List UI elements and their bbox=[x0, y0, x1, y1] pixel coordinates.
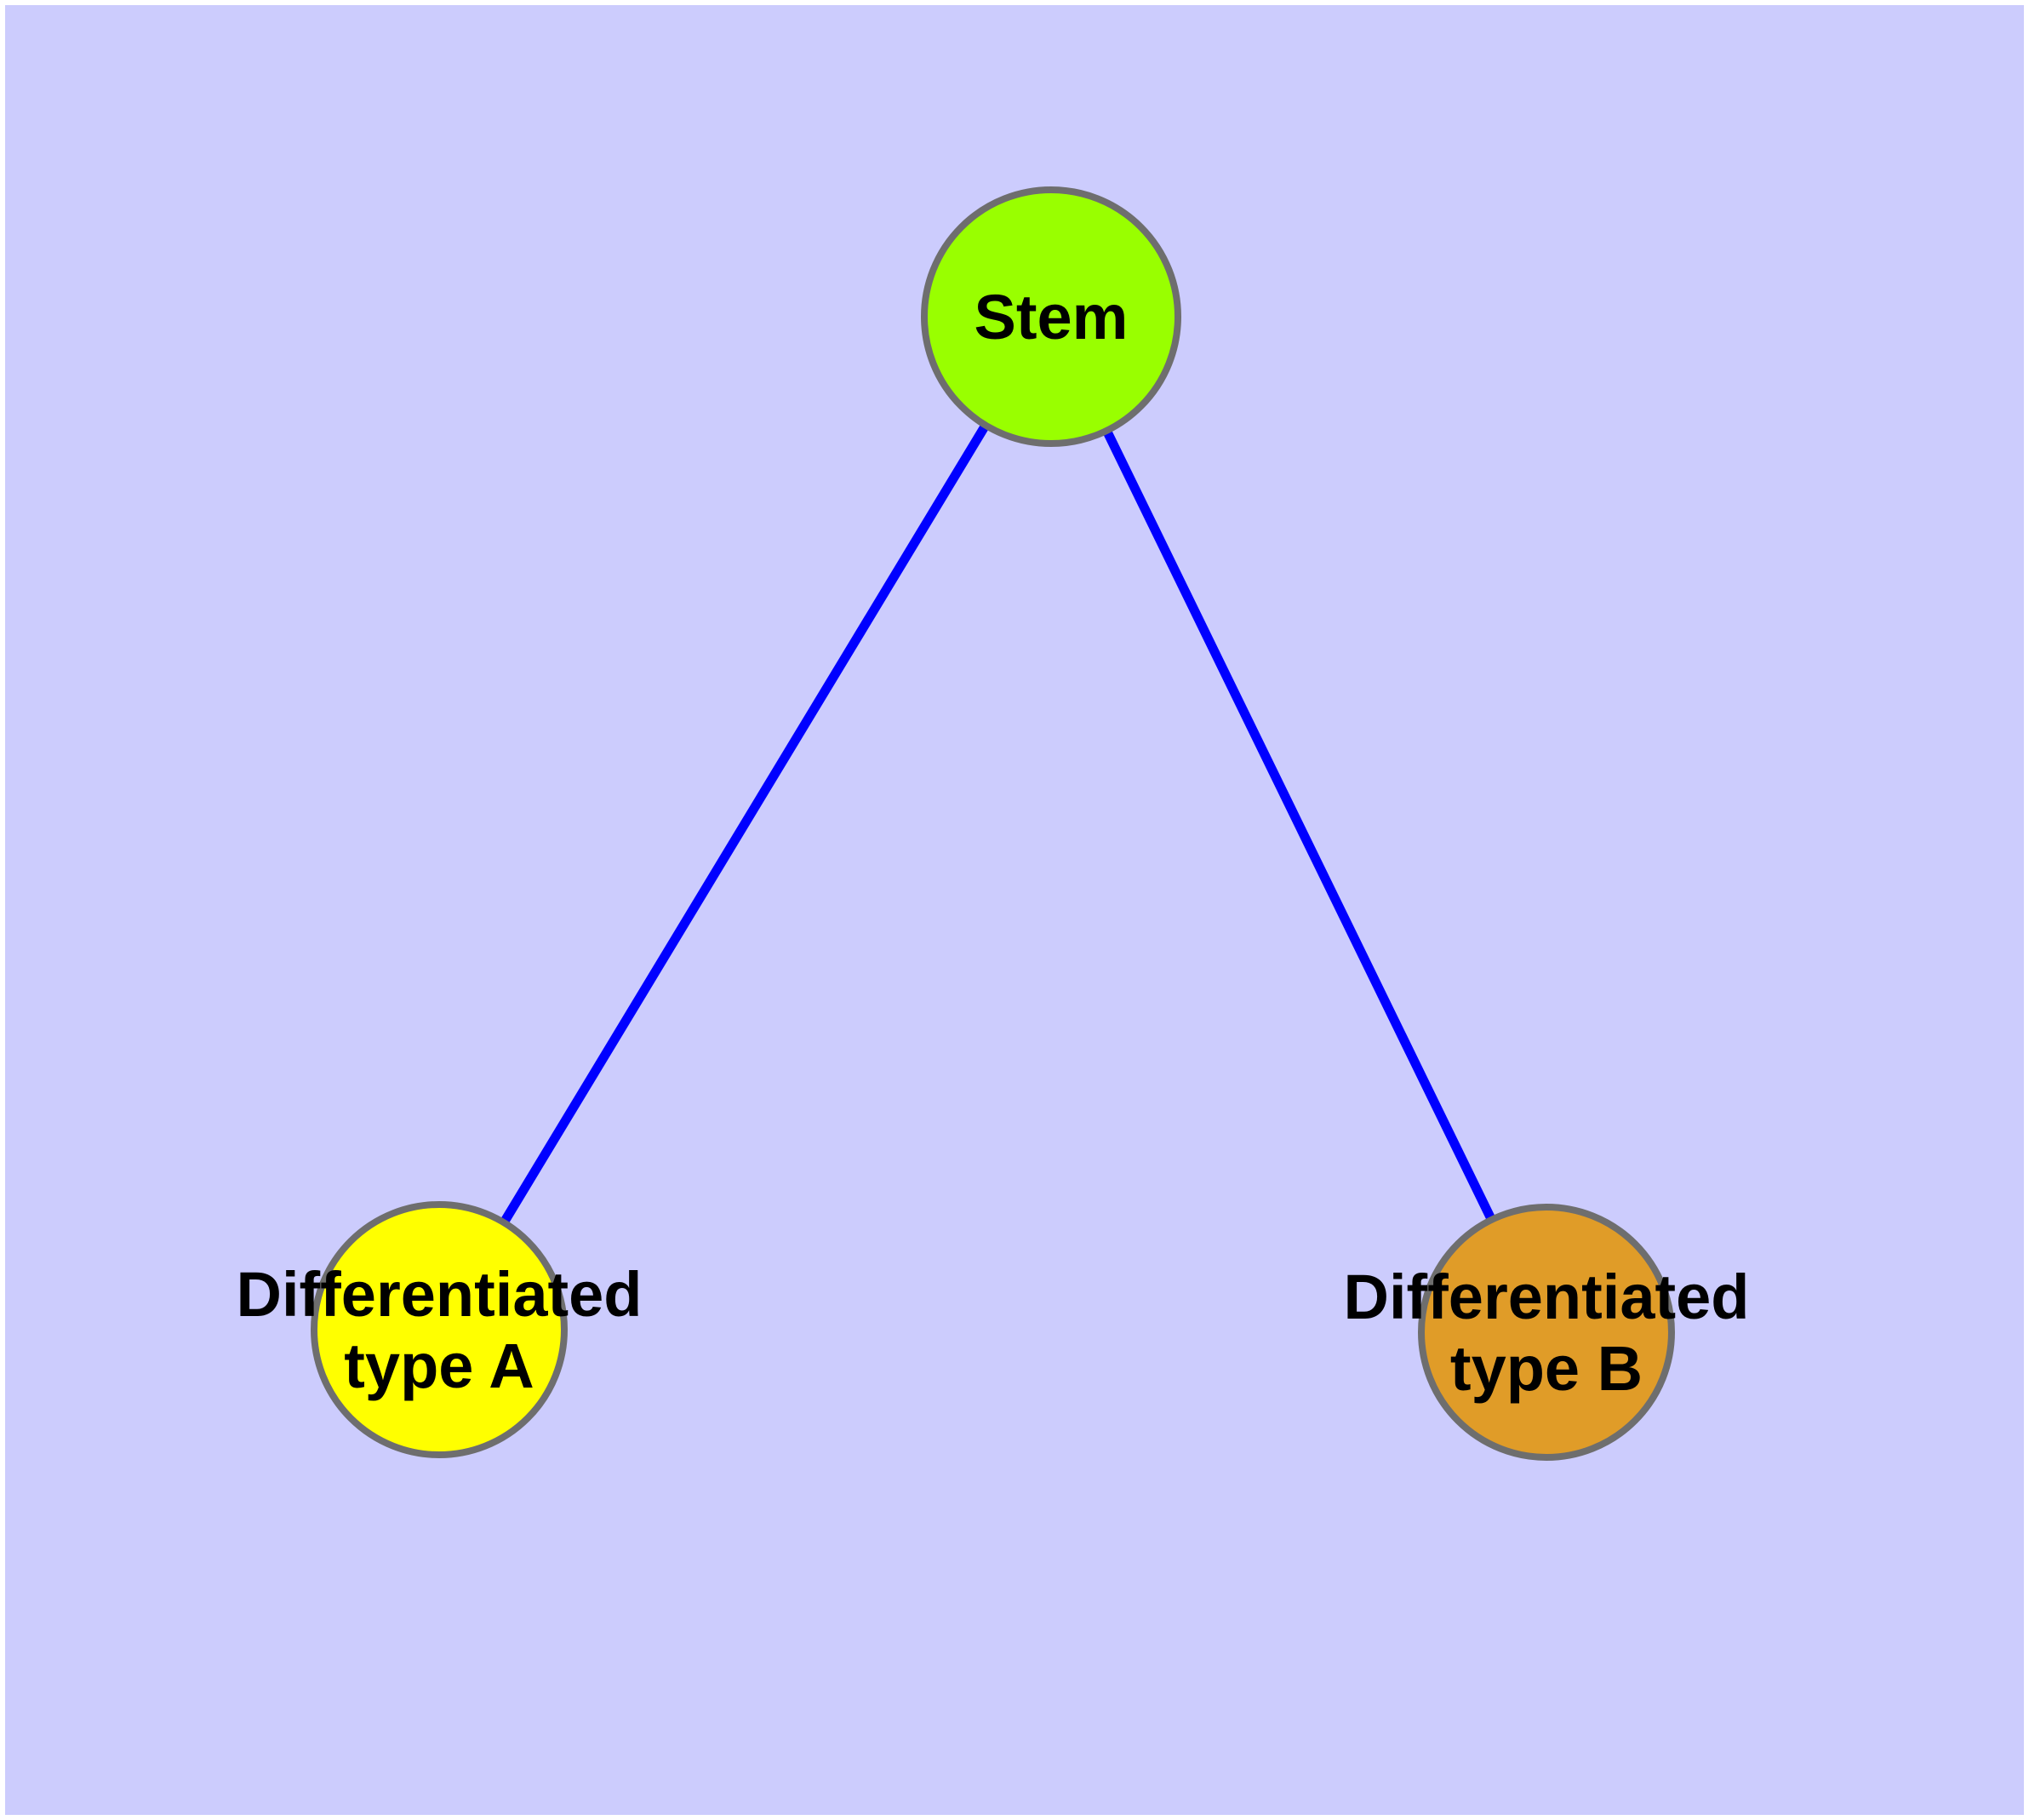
edge-stem-to-differentiated-type-a bbox=[499, 421, 991, 1227]
edge-layer bbox=[499, 421, 1497, 1227]
edge-stem-to-differentiated-type-b bbox=[1101, 426, 1497, 1224]
node-differentiated-type-a-circle[interactable] bbox=[311, 1201, 568, 1458]
node-stem-label: Stem bbox=[974, 282, 1129, 352]
node-stem[interactable]: Stem bbox=[921, 186, 1181, 447]
node-differentiated-type-b-circle[interactable] bbox=[1418, 1204, 1675, 1461]
node-stem-circle[interactable] bbox=[921, 186, 1181, 447]
